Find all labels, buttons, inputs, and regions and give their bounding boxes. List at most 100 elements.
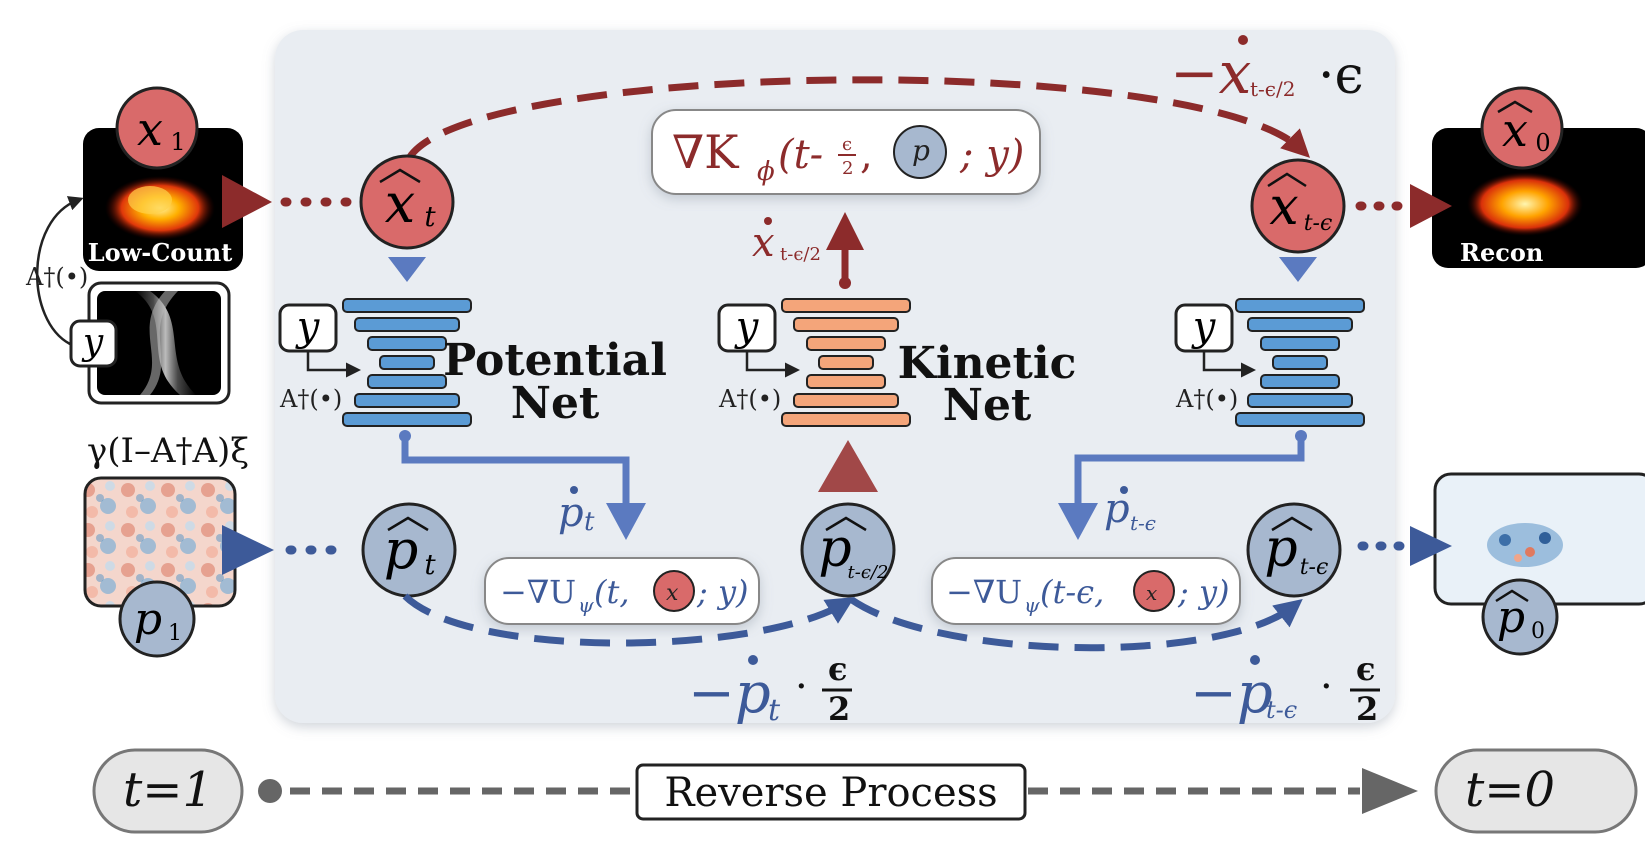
top-red-arc [404, 76, 1311, 162]
sinogram-image [87, 281, 231, 405]
svg-text:ψ: ψ [1024, 593, 1040, 617]
svg-text:,: , [860, 132, 873, 178]
svg-text:t-ϵ: t-ϵ [1130, 511, 1156, 535]
svg-text:(t-ϵ,: (t-ϵ, [1040, 573, 1104, 611]
svg-text:−p: −p [688, 661, 771, 726]
svg-text:t: t [584, 507, 595, 537]
svg-text:Potential: Potential [443, 335, 667, 386]
recon-label: Recon [1460, 238, 1543, 267]
svg-text:t: t [768, 693, 781, 728]
svg-text:ϕ: ϕ [757, 157, 775, 187]
svg-text:·: · [1320, 664, 1333, 710]
svg-text:ψ: ψ [578, 593, 594, 617]
p-half-to-kinetic-arrow [818, 440, 878, 492]
svg-text:p: p [384, 518, 419, 581]
svg-text:1: 1 [170, 128, 185, 156]
svg-text:(t,: (t, [594, 573, 630, 611]
timeline-start: t=1 [92, 748, 244, 834]
pteps-to-p0-arrow [1357, 526, 1452, 566]
timeline-arrowhead [1362, 768, 1418, 814]
svg-text:t: t [424, 548, 436, 581]
svg-text:y: y [734, 304, 760, 350]
svg-text:t-ϵ/2: t-ϵ/2 [848, 562, 889, 583]
potential-net-left: Potential Net [342, 298, 667, 429]
svg-text:x: x [1146, 581, 1157, 605]
node-x0: x 0 [1480, 86, 1564, 170]
svg-text:x: x [752, 220, 775, 266]
svg-text:·: · [795, 664, 808, 710]
y-input-kinetic: y A†(•) [717, 303, 800, 413]
svg-text:; y): ; y) [1177, 573, 1230, 611]
svg-text:1: 1 [168, 621, 182, 646]
svg-text:Net: Net [943, 380, 1032, 431]
adjoint-label-left: A†(•) [25, 263, 88, 291]
potential-gradient-box-right: −∇U ψ (t-ϵ, x ; y) [931, 557, 1241, 625]
svg-text:0: 0 [1531, 619, 1545, 644]
svg-text:t-ϵ: t-ϵ [1300, 555, 1329, 580]
node-x-t-eps: x t-ϵ [1250, 158, 1346, 254]
svg-text:p: p [1264, 519, 1297, 579]
svg-text:(t-: (t- [778, 132, 823, 178]
node-xt: x t [359, 154, 455, 250]
xt-to-potential-triangle [388, 257, 426, 282]
svg-text:x: x [666, 581, 679, 606]
bottom-left-update-label: −p t · ϵ 2 [688, 650, 852, 728]
svg-text:−∇U: −∇U [946, 573, 1022, 611]
potential-right-output-arrow: p t-ϵ [1058, 430, 1307, 540]
timeline-end: t=0 [1434, 748, 1638, 834]
potential-gradient-box-left: −∇U ψ (t, x ; y) [484, 557, 760, 625]
svg-text:2: 2 [1356, 690, 1378, 728]
y-input-potential-right: y A†(•) [1174, 303, 1256, 413]
low-count-image: Low-Count [83, 128, 243, 271]
svg-text:t=0: t=0 [1465, 762, 1555, 818]
noise-to-pt-arrow [222, 525, 355, 575]
node-p-t-eps: p t-ϵ [1246, 502, 1342, 598]
svg-text:2: 2 [828, 690, 850, 728]
y-input-potential-left: y A†(•) [278, 303, 361, 413]
svg-text:A†(•): A†(•) [1175, 385, 1238, 413]
svg-text:t-ϵ: t-ϵ [1266, 696, 1297, 724]
reverse-process-label: Reverse Process [635, 763, 1027, 821]
timeline-dot [258, 779, 282, 803]
svg-text:y: y [81, 322, 104, 363]
svg-text:Reverse Process: Reverse Process [664, 770, 997, 816]
node-x1: x 1 [115, 86, 199, 170]
recon-image: Recon [1432, 128, 1645, 268]
svg-text:−p: −p [1190, 661, 1273, 726]
svg-text:A†(•): A†(•) [279, 385, 342, 413]
top-update-label: −x t-ϵ/2 ·ϵ [1170, 35, 1364, 107]
svg-text:t-ϵ: t-ϵ [1304, 211, 1333, 236]
low-count-to-xt-arrow [222, 175, 355, 228]
svg-text:A†(•): A†(•) [718, 385, 781, 413]
svg-text:x: x [1502, 103, 1528, 157]
svg-text:p: p [134, 594, 162, 645]
svg-text:2: 2 [842, 158, 853, 179]
low-count-label: Low-Count [88, 238, 233, 267]
kinetic-net: Kinetic Net [781, 298, 1077, 431]
svg-text:−∇U: −∇U [500, 573, 576, 611]
node-p0: p 0 [1481, 578, 1559, 656]
svg-text:t=1: t=1 [123, 762, 213, 818]
svg-text:Kinetic: Kinetic [898, 338, 1077, 389]
xdot-arrow-up: x t-ϵ/2 [752, 212, 864, 289]
xteps-to-recon-arrow [1355, 184, 1452, 228]
svg-text:Net: Net [511, 378, 600, 429]
svg-text:p: p [818, 519, 851, 579]
xteps-to-potential-triangle [1279, 257, 1317, 282]
svg-text:p: p [558, 490, 584, 536]
svg-text:0: 0 [1535, 129, 1550, 157]
potential-net-right [1235, 298, 1365, 427]
svg-text:·ϵ: ·ϵ [1318, 46, 1364, 106]
potential-left-output-arrow: p t [399, 430, 646, 540]
node-p1: p 1 [118, 580, 196, 658]
y-box-left: y [69, 319, 118, 368]
svg-text:x: x [385, 172, 415, 235]
bottom-right-update-label: −p t-ϵ · ϵ 2 [1190, 650, 1380, 728]
svg-text:p: p [1497, 592, 1525, 643]
adjoint-curve-arrow [35, 196, 84, 346]
svg-text:t-ϵ/2: t-ϵ/2 [780, 244, 821, 265]
svg-text:; y): ; y) [959, 132, 1024, 178]
svg-text:p: p [912, 134, 930, 167]
svg-text:ϵ: ϵ [828, 650, 847, 688]
